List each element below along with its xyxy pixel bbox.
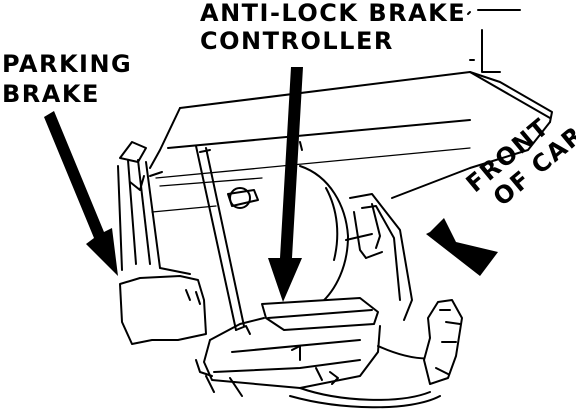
abs-controller-label-line1: ANTI-LOCK BRAKE <box>200 0 467 27</box>
parking-brake-arrow <box>44 111 118 276</box>
front-of-car-arrow <box>426 218 498 276</box>
wiring-harness <box>289 299 463 409</box>
abs-controller-arrow <box>268 67 303 302</box>
parking-brake-label-line2: BRAKE <box>2 80 100 108</box>
parking-brake-label-line1: PARKING <box>2 50 133 78</box>
leader-arrows <box>44 67 498 302</box>
abs-controller-label: ANTI-LOCK BRAKE CONTROLLER <box>200 1 466 53</box>
dashboard-panel <box>149 9 553 213</box>
steering-column <box>195 145 349 331</box>
parking-brake-label: PARKING BRAKE <box>2 52 132 106</box>
parking-brake-assembly <box>117 141 207 345</box>
abs-controller-module <box>195 297 381 397</box>
brake-linkage <box>345 193 413 321</box>
abs-controller-label-line2: CONTROLLER <box>200 27 394 55</box>
